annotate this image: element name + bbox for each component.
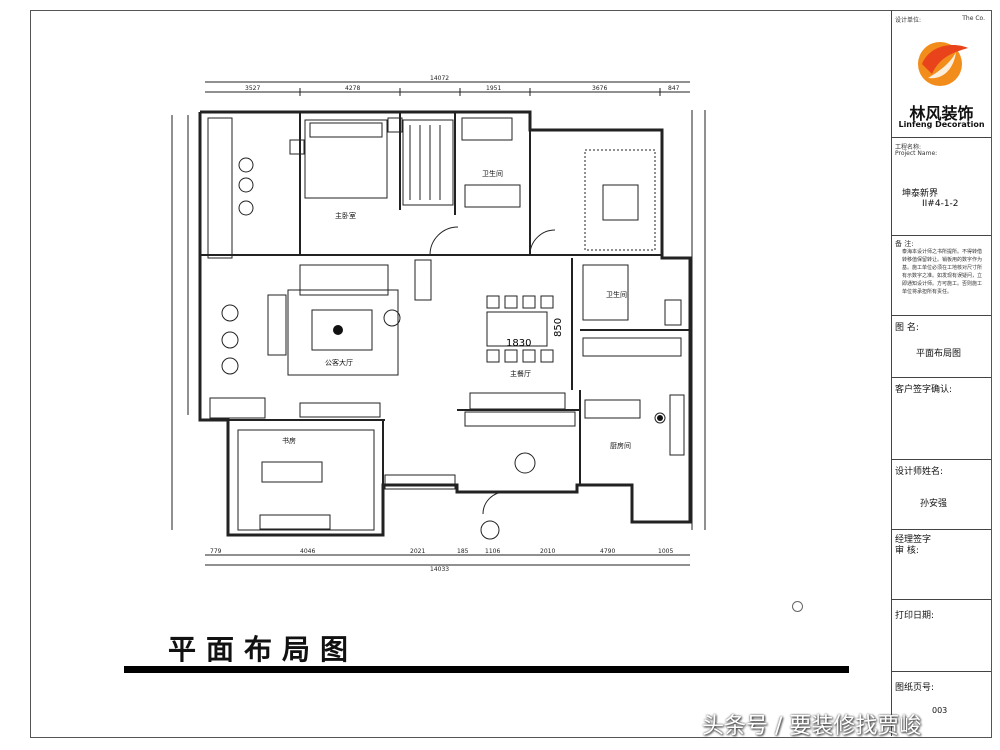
design-unit-en: The Co. [962,15,985,22]
project-unit: II#4-1-2 [922,199,959,209]
page-no: 003 [932,706,948,715]
designer-name: 孙安强 [920,499,948,509]
title-underline [124,666,849,673]
room-label-kitchen: 厨房间 [610,441,631,450]
manager-cell: 经理签字 审 核: [892,530,991,600]
manager-label: 经理签字 [895,535,932,545]
room-label-master-bedroom: 主卧室 [335,211,356,220]
designer-cell: 设计师姓名: 孙安强 [892,460,991,530]
client-confirm-cell: 客户签字确认: [892,378,991,460]
dim-bottom-seg: 4790 [600,548,615,555]
room-label-living-room: 公客大厅 [325,358,353,367]
dim-top-seg: 1951 [486,85,501,92]
dim-bottom-seg: 1106 [485,548,500,555]
dim-bottom-seg: 2010 [540,548,555,555]
linfeng-logo-icon [918,42,968,86]
designer-label: 设计师姓名: [895,467,944,477]
page-no-cell: 图纸页号: 003 [892,672,991,736]
project-name: 坤泰新界 [902,189,939,199]
dim-top-seg: 4278 [345,85,360,92]
project-label-en: Project Name: [895,150,938,157]
dining-table-depth: 850 [553,318,564,337]
client-confirm-label: 客户签字确认: [895,385,953,395]
dim-bottom-seg: 779 [210,548,222,555]
dim-bottom-seg: 4046 [300,548,315,555]
watermark-text: 头条号 / 要装修找贾峻 [702,714,922,739]
dim-bottom-seg: 1005 [658,548,673,555]
logo-chinese-name: 林风装饰 [909,104,974,123]
project-label: 工程名称: [895,144,922,151]
logo-english-name: Linfeng Decoration [898,120,985,129]
circle-mark [792,601,803,612]
notes-text: 泰海本设计师之书所提所。不得转借转移值保留转让。销板用的数字作为基。施工单位必须… [902,249,983,295]
drawing-name-label: 图 名: [895,323,919,333]
notes-label: 备 注: [895,240,914,248]
page-no-label: 图纸页号: [895,683,935,693]
drawing-name: 平面布局图 [916,349,962,359]
drawing-name-cell: 图 名: 平面布局图 [892,316,991,378]
dim-top-seg: 3676 [592,85,607,92]
dim-bottom-seg: 2021 [410,548,425,555]
room-label-study: 书房 [282,436,296,445]
print-date-label: 打印日期: [895,611,935,621]
design-unit-label: 设计单位: [895,17,922,24]
drawing-main-title: 平面布局图 [168,633,359,666]
room-label-dining: 主餐厅 [510,369,531,378]
project-cell: 工程名称: Project Name: 坤泰新界 II#4-1-2 [892,138,991,236]
dim-top-seg: 3527 [245,85,260,92]
dim-top-seg: 847 [668,85,680,92]
dim-top-total: 14072 [430,75,449,82]
title-block: 设计单位: The Co. 林风装饰 Linfeng Decoration 工程… [891,10,991,736]
review-label: 审 核: [895,546,919,556]
title-block-logo-cell: 设计单位: The Co. 林风装饰 Linfeng Decoration [892,10,991,138]
room-label-bathroom-top: 卫生间 [482,169,503,178]
dim-bottom-seg: 185 [457,548,469,555]
notes-cell: 备 注: 泰海本设计师之书所提所。不得转借转移值保留转让。销板用的数字作为基。施… [892,236,991,316]
room-label-bathroom-right: 卫生间 [606,290,627,299]
dim-bottom-total: 14033 [430,566,449,573]
drawing-frame [30,10,992,738]
dining-table-width: 1830 [506,338,531,349]
print-date-cell: 打印日期: [892,600,991,672]
